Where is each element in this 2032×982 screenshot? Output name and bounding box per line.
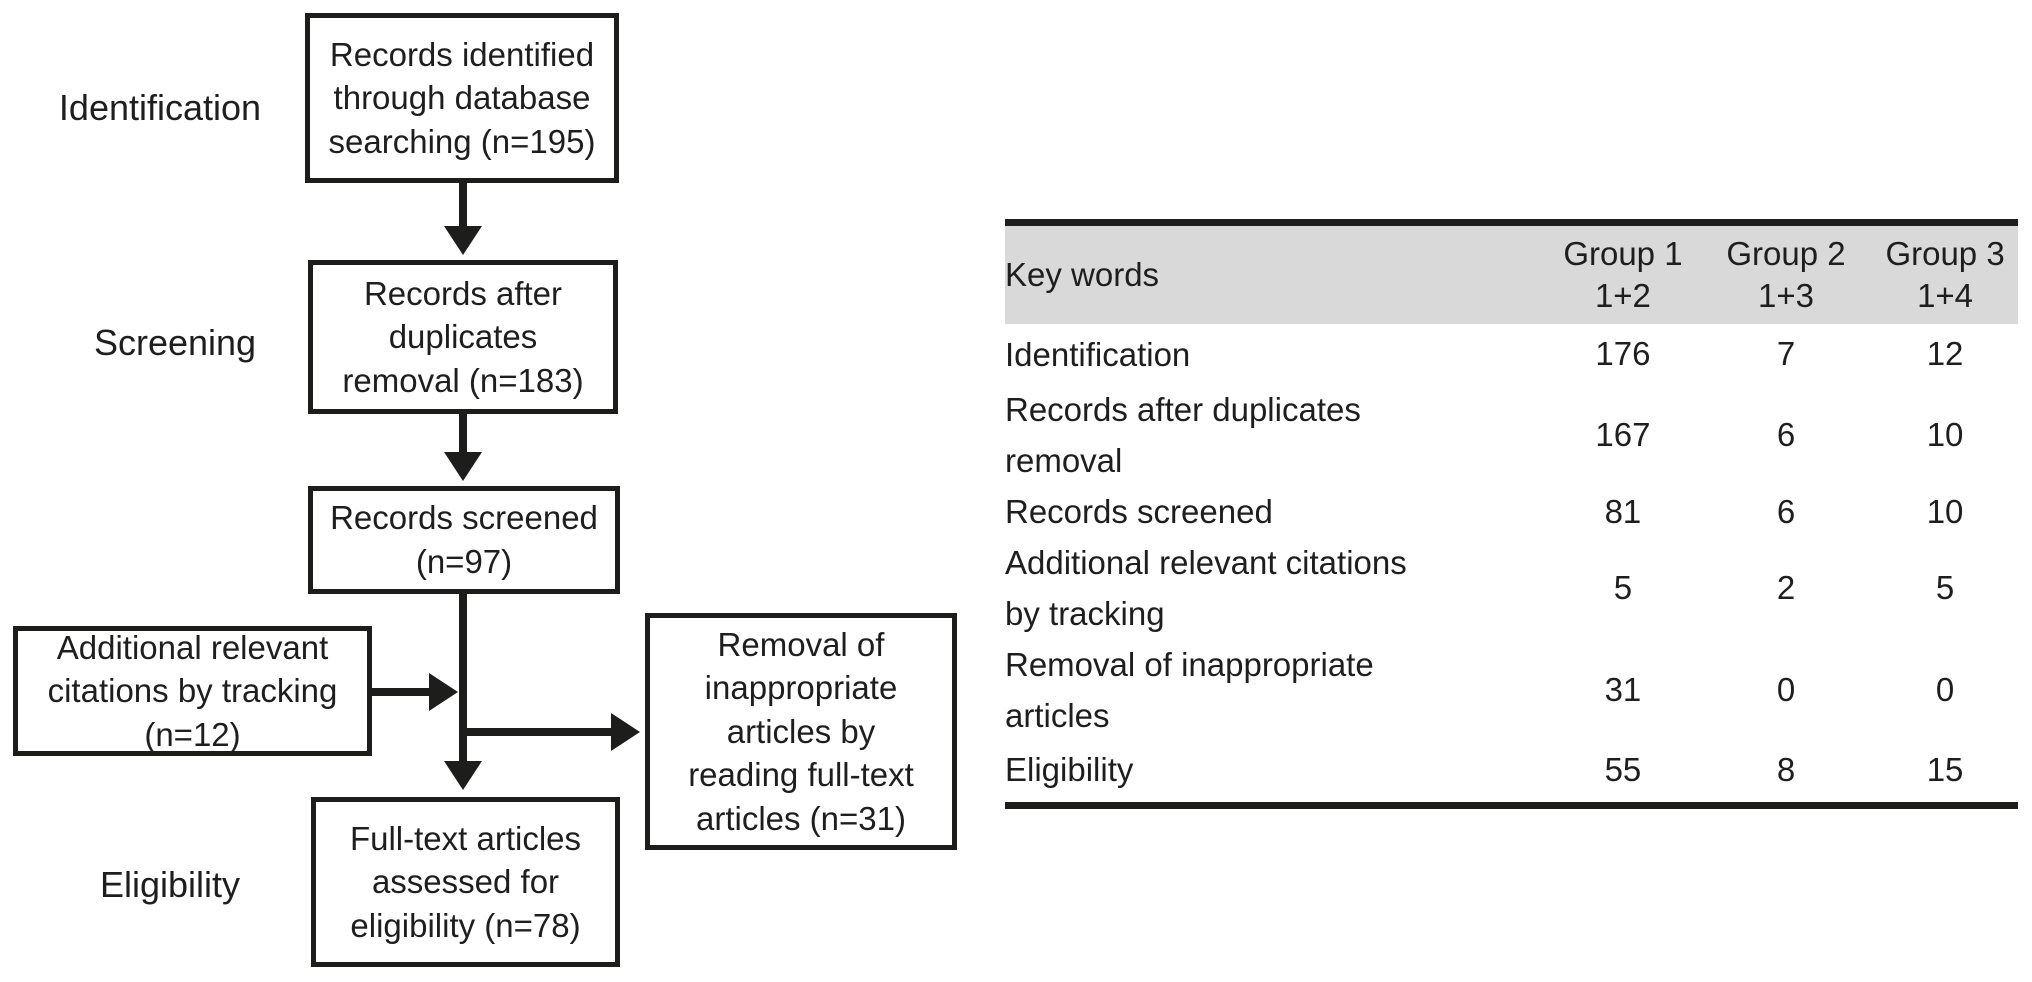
cell-value: 2 (1776, 569, 1796, 606)
cell-value: 6 (1776, 416, 1796, 453)
group3-sub: 1+4 (1917, 277, 1974, 314)
arrow-down-3-head-icon (444, 761, 482, 790)
arrow-down-2-head-icon (444, 452, 482, 481)
arrow-right-additional-head-icon (429, 673, 458, 711)
group2-label: Group 2 (1726, 235, 1846, 272)
cell-value: 5 (1935, 569, 1955, 606)
row-label: Eligibility (1005, 751, 1134, 788)
group3-label: Group 3 (1885, 235, 2005, 272)
keywords-table: Key words Group 1 1+2 Group 2 1+3 Group … (1005, 219, 2018, 809)
row-label: Additional relevant citations by trackin… (1005, 544, 1407, 632)
group1-sub: 1+2 (1594, 277, 1651, 314)
cell-value: 31 (1604, 671, 1642, 708)
table-row: Eligibility 55 8 15 (1005, 741, 2018, 798)
cell-value: 0 (1935, 671, 1955, 708)
box-records-identified: Records identified through database sear… (305, 13, 619, 183)
row-label: Records screened (1005, 493, 1273, 530)
row-label: Removal of inappropriate articles (1005, 646, 1374, 734)
cell-value: 15 (1926, 750, 1964, 788)
cell-value: 167 (1595, 416, 1651, 453)
arrow-right-additional-shaft (372, 688, 432, 696)
cell-value: 0 (1776, 671, 1796, 708)
box-fulltext-assessed: Full-text articles assessed for eligibil… (311, 797, 620, 967)
cell-value: 7 (1776, 335, 1796, 372)
table-header-row: Key words Group 1 1+2 Group 2 1+3 Group … (1005, 226, 2018, 324)
table-row: Identification 176 7 12 (1005, 324, 2018, 384)
table-row: Records after duplicates removal 167 6 1… (1005, 384, 2018, 486)
cell-value: 55 (1604, 750, 1642, 788)
box-additional-citations: Additional relevant citations by trackin… (13, 626, 372, 756)
row-label: Records after duplicates removal (1005, 391, 1361, 479)
cell-value: 12 (1926, 335, 1964, 372)
box-removal-inappropriate: Removal of inappropriate articles by rea… (645, 613, 957, 850)
box-records-screened: Records screened (n=97) (308, 486, 620, 594)
column-header-keywords: Key words (1005, 256, 1160, 293)
cell-value: 8 (1776, 750, 1796, 788)
cell-value: 10 (1926, 492, 1964, 530)
group2-sub: 1+3 (1758, 277, 1815, 314)
cell-value: 5 (1613, 569, 1633, 606)
cell-value: 176 (1595, 335, 1651, 372)
arrow-down-1-shaft (459, 183, 467, 229)
table-row: Additional relevant citations by trackin… (1005, 537, 2018, 639)
column-header-group1: Group 1 1+2 (1546, 226, 1700, 324)
cell-value: 10 (1926, 416, 1964, 453)
cell-value: 81 (1604, 492, 1642, 530)
arrow-right-removal-shaft (459, 728, 612, 736)
stage-label-identification: Identification (58, 87, 262, 128)
arrow-down-1-head-icon (444, 226, 482, 255)
arrow-down-2-shaft (459, 414, 467, 454)
box-records-after-duplicates: Records after duplicates removal (n=183) (308, 260, 618, 414)
arrow-right-removal-head-icon (611, 713, 640, 751)
column-header-group3: Group 3 1+4 (1872, 226, 2018, 324)
table-row: Records screened 81 6 10 (1005, 486, 2018, 537)
column-header-group2: Group 2 1+3 (1700, 226, 1872, 324)
table-row: Removal of inappropriate articles 31 0 0 (1005, 639, 2018, 741)
group1-label: Group 1 (1563, 235, 1683, 272)
stage-label-screening: Screening (93, 322, 257, 363)
arrow-down-3-shaft (459, 594, 467, 763)
cell-value: 6 (1776, 492, 1796, 530)
stage-label-eligibility: Eligibility (99, 864, 241, 905)
row-label: Identification (1005, 335, 1191, 373)
